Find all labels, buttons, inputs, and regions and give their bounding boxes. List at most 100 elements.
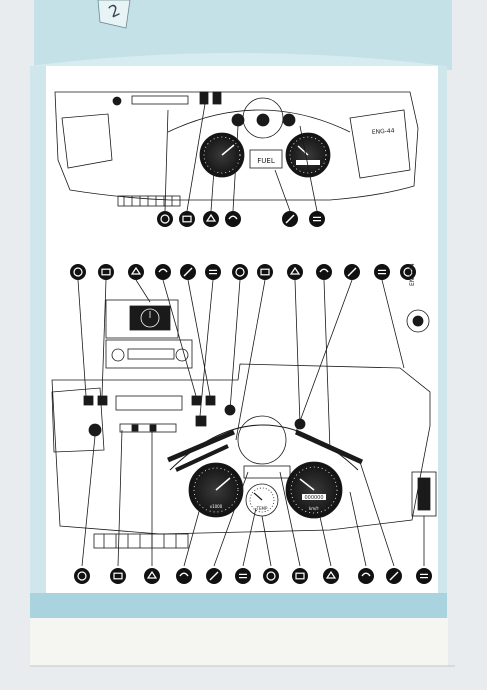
leader-line [199,279,214,417]
icon-badge [144,568,160,584]
washer-icon [282,211,298,227]
panel-knob [88,423,102,437]
leader-line [232,125,239,212]
leader-line [162,279,197,397]
lights-icon [374,264,390,280]
leader-line [274,169,291,212]
icon-badge [235,568,251,584]
hand-brake-icon [179,211,195,227]
leader-line [359,461,395,567]
top-hub-switch-left [231,113,245,127]
top-steering-rim [167,109,351,133]
fan-icon [144,568,160,584]
odometer [302,494,326,500]
turn-signal-icon [287,264,303,280]
heater-slider [119,423,177,433]
top-center-cluster [249,149,283,169]
leader-line [77,279,87,397]
icon-badge [358,568,374,584]
top-figure-code: ENG-44 [372,127,395,136]
top-odometer [296,160,320,165]
horn-icon [400,264,416,280]
wiper-icon [316,264,332,280]
top-right-panel [349,109,411,179]
top-tach-ticks [203,136,241,174]
warning-light-strip [243,465,291,479]
icon-badge [257,264,273,280]
top-left-panel [61,113,113,169]
icon-badge [176,568,192,584]
index-tab [97,0,131,29]
high-beam-icon [206,568,222,584]
radio-knob-left [111,348,125,362]
leader-line [235,279,266,441]
top-switch-1 [199,91,209,105]
top-radio-slot [131,95,189,105]
icon-badge [157,211,173,227]
leader-line [210,169,215,212]
icon-badge [98,264,114,280]
leader-line [229,279,241,411]
icon-badge [179,211,195,227]
tach-needle [215,477,231,491]
icon-badge [128,264,144,280]
icon-badge [374,264,390,280]
leader-line [187,279,211,397]
icon-badge [205,264,221,280]
washer-icon [323,568,339,584]
leader-line [317,507,332,567]
temp-label: TEMP [256,506,268,511]
speedo-needle [299,478,315,491]
leader-line [101,279,107,397]
panel-switch [205,395,216,406]
bottom-icon-row [74,568,432,584]
radio-buttons [127,348,175,360]
icon-badge [400,264,416,280]
leader-line [349,491,367,567]
top-knob [112,96,122,106]
rear-wiper-icon [257,264,273,280]
oil-icon [155,264,171,280]
rear-window-heat-icon [205,264,221,280]
icon-badge [287,264,303,280]
glovebox-slot [115,395,183,411]
leader-line [164,109,169,212]
leader-line [213,471,249,567]
leader-line [117,429,123,567]
middle-icon-row [70,264,416,280]
heater-slider-knob [149,424,157,432]
page-bottom-edge [30,618,448,666]
brake-icon [292,568,308,584]
rear-fog-icon [70,264,86,280]
top-hub-switch-right [282,113,296,127]
bottom-vent-grille [93,533,189,549]
right-vent-slats [417,477,431,511]
tach-ticks [193,467,239,513]
icon-badge [323,568,339,584]
icon-badge [155,264,171,280]
top-hub-switch-mid [256,113,270,127]
top-speedo-needle [297,145,309,156]
ignition-key [412,315,424,327]
panel-switch [195,415,207,427]
leader-line [183,507,201,567]
top-tach-needle [221,144,235,156]
bottom-dash-outline [51,363,431,535]
top-center-label: FUEL [257,157,275,165]
bottom-left-panel [51,387,105,453]
top-dash-outline [54,91,419,201]
headlight-icon [344,264,360,280]
door-icon [235,568,251,584]
leader-line [261,515,272,567]
heater-icon [416,568,432,584]
leader-line [81,435,96,567]
steering-hub [237,415,287,465]
clock-dial [140,308,160,328]
speedo-label: km/h [309,506,320,511]
leader-line [299,125,318,212]
clock-icon [128,264,144,280]
icon-badge [70,264,86,280]
horn-icon [386,568,402,584]
left-stalk-lower [175,444,229,472]
speed-icon [176,568,192,584]
